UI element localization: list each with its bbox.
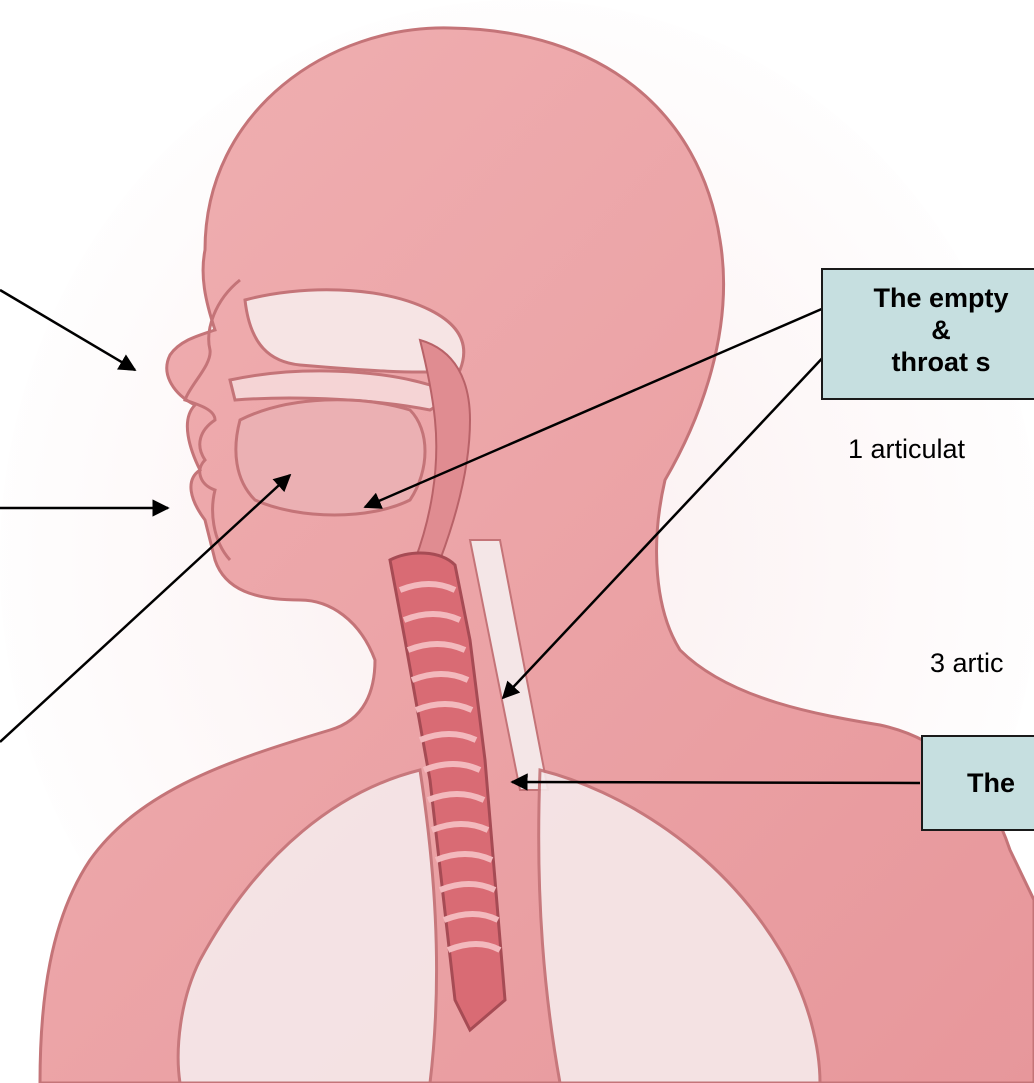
arrow-trachea: [512, 782, 920, 783]
lower-callout: The: [921, 735, 1034, 831]
empty-space-callout: The empty & throat s: [821, 268, 1034, 400]
empty-space-line2: &: [823, 314, 1034, 346]
articulator-note-3: 3 artic: [930, 648, 1004, 679]
lower-callout-text: The: [923, 767, 1034, 799]
articulator-note-1: 1 articulat: [848, 434, 965, 465]
empty-space-line1: The empty: [823, 282, 1034, 314]
empty-space-line3: throat s: [823, 346, 1034, 378]
